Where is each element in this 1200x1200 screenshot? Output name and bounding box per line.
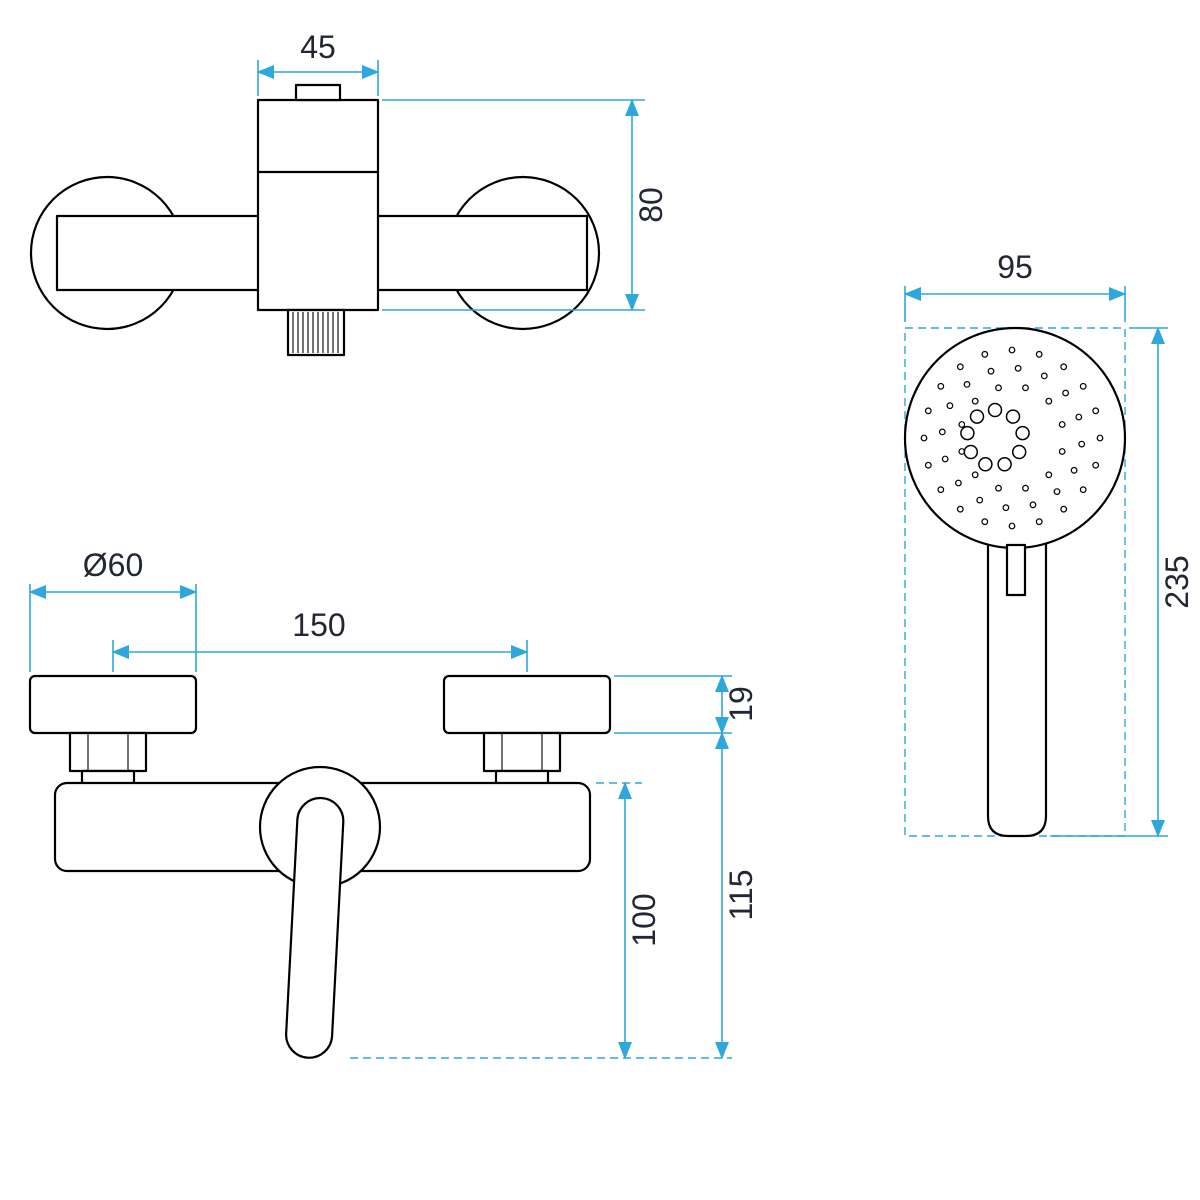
handle-inlet-detail <box>1005 543 1027 597</box>
mixer-valve-body <box>256 98 380 312</box>
dim-center-spacing-label: 150 <box>292 607 345 643</box>
dim-top-width-label: 45 <box>300 29 336 65</box>
wall-flange-left <box>28 674 198 735</box>
valve-top-cap <box>294 83 342 102</box>
hand-shower-head <box>903 326 1127 550</box>
threaded-outlet <box>286 308 346 357</box>
dim-flange-thickness-label: 19 <box>723 686 759 722</box>
outlet-thread-hatch <box>292 312 339 353</box>
mixer-lever-handle <box>285 796 345 1059</box>
hex-nut-left <box>68 731 148 773</box>
wall-flange-right <box>442 674 612 735</box>
spray-nozzle-dots <box>920 346 1104 530</box>
hex-nut-right <box>482 731 562 773</box>
dim-flange-diameter-label: Ø60 <box>83 547 143 583</box>
hand-shower-view: 95 235 <box>903 249 1195 838</box>
mixer-front-view: Ø60 150 19 115 100 <box>28 547 759 1060</box>
dim-shower-length-label: 235 <box>1159 555 1195 608</box>
dim-handle-length-label: 100 <box>626 893 662 946</box>
mixer-top-view: 45 80 <box>29 29 669 357</box>
dim-top-height-label: 80 <box>633 187 669 223</box>
connector-left <box>68 731 148 787</box>
hand-shower-handle <box>986 498 1048 838</box>
dim-head-diameter-label: 95 <box>997 249 1033 285</box>
dim-total-height-label: 115 <box>723 869 759 920</box>
connector-right <box>482 731 562 787</box>
